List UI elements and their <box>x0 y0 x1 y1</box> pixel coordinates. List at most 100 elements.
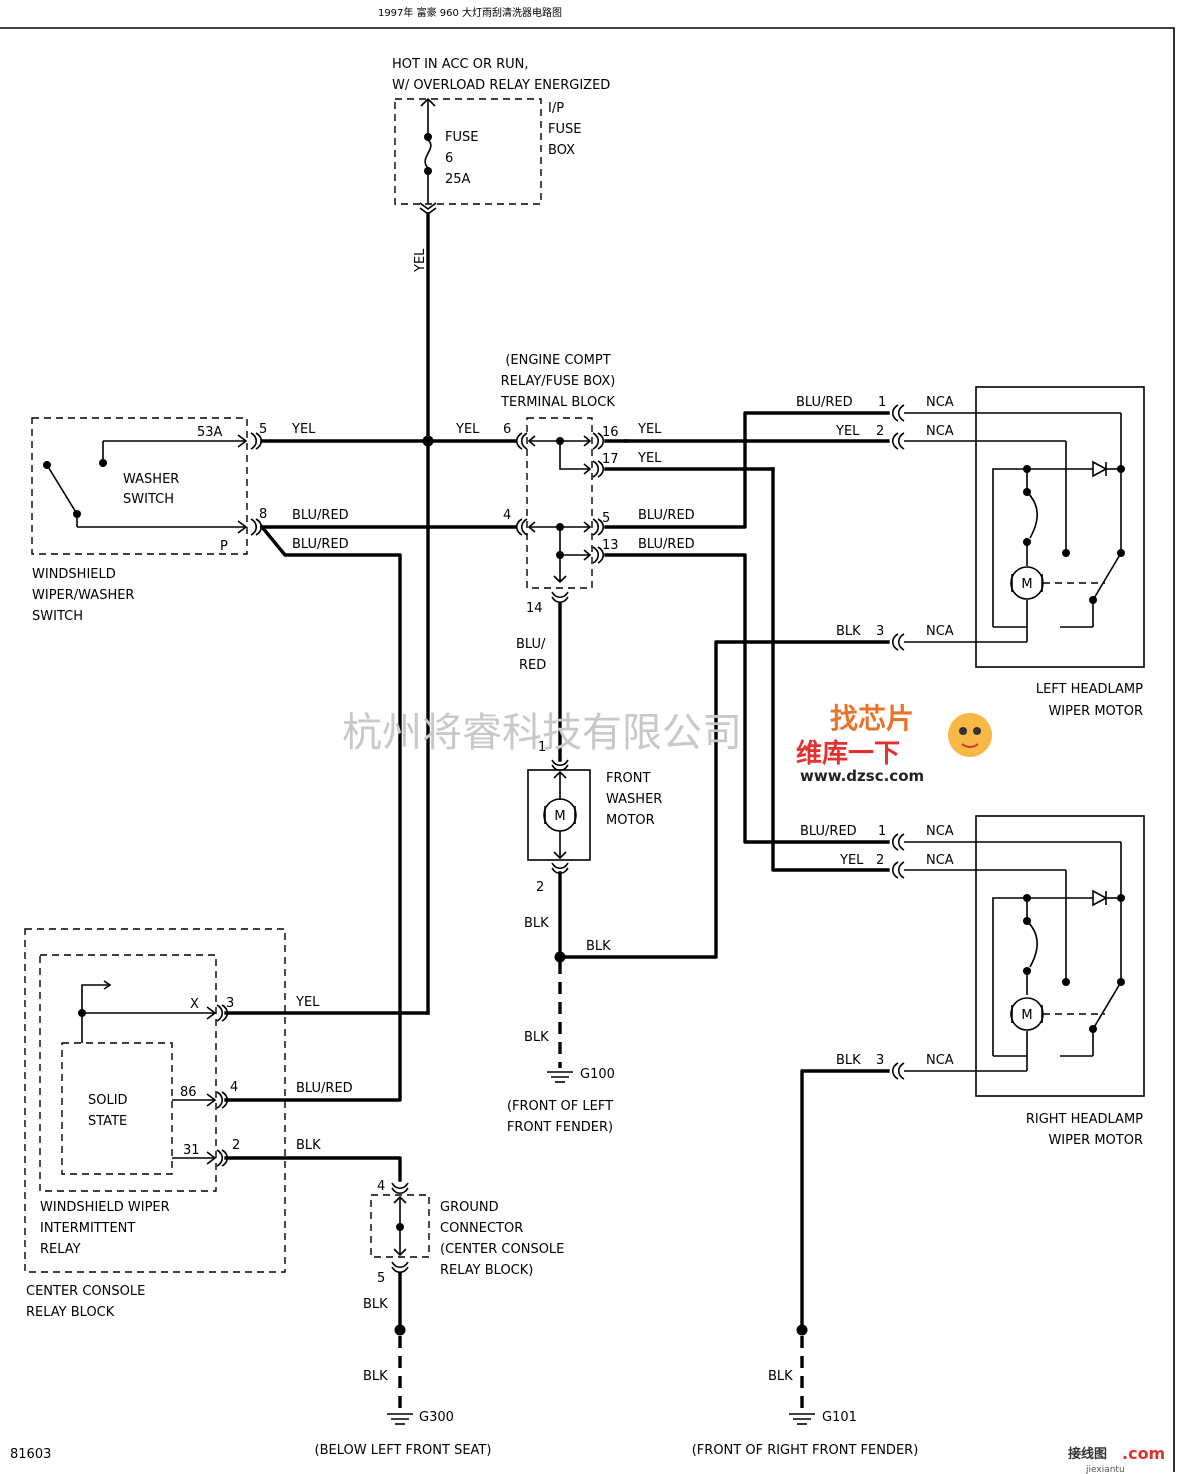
svg-text:YEL: YEL <box>295 995 320 1010</box>
svg-text:M: M <box>1021 577 1032 592</box>
svg-text:BLU/RED: BLU/RED <box>296 1081 353 1096</box>
svg-text:2: 2 <box>876 853 884 868</box>
svg-text:5: 5 <box>259 422 267 437</box>
svg-text:16: 16 <box>602 425 619 440</box>
svg-text:P: P <box>220 539 228 554</box>
svg-text:25A: 25A <box>445 172 471 187</box>
svg-text:找芯片: 找芯片 <box>830 702 914 735</box>
svg-text:TERMINAL BLOCK: TERMINAL BLOCK <box>500 395 615 410</box>
svg-text:FUSE: FUSE <box>445 130 478 145</box>
ground-g100: G100 (FRONT OF LEFT FRONT FENDER) <box>507 1067 615 1135</box>
watermark: 杭州将睿科技有限公司 <box>342 710 742 756</box>
svg-text:6: 6 <box>503 422 511 437</box>
right-headlamp-wiper-motor: BLU/RED 1 YEL 2 BLK 3 NCA NCA NCA M <box>800 815 1145 1148</box>
svg-text:M: M <box>554 809 565 824</box>
svg-text:4: 4 <box>377 1179 385 1194</box>
svg-text:WIPER MOTOR: WIPER MOTOR <box>1048 1133 1143 1148</box>
svg-text:G101: G101 <box>822 1410 857 1425</box>
figure-id: 81603 <box>10 1447 51 1462</box>
ground-g101: G101 (FRONT OF RIGHT FRONT FENDER) <box>692 1410 919 1458</box>
svg-text:(BELOW LEFT FRONT SEAT): (BELOW LEFT FRONT SEAT) <box>315 1443 492 1458</box>
svg-text:BLU/RED: BLU/RED <box>292 537 349 552</box>
svg-text:BLK: BLK <box>836 1053 861 1068</box>
svg-text:5: 5 <box>602 511 610 526</box>
svg-text:17: 17 <box>602 452 619 467</box>
svg-text:BLK: BLK <box>836 624 861 639</box>
svg-text:BLU/RED: BLU/RED <box>638 508 695 523</box>
svg-text:G300: G300 <box>419 1410 454 1425</box>
svg-text:WIPER MOTOR: WIPER MOTOR <box>1048 704 1143 719</box>
svg-text:86: 86 <box>180 1085 197 1100</box>
svg-text:RELAY BLOCK: RELAY BLOCK <box>26 1305 115 1320</box>
svg-text:WASHER: WASHER <box>123 472 179 487</box>
svg-text:2: 2 <box>232 1138 240 1153</box>
svg-text:2: 2 <box>876 424 884 439</box>
svg-text:(FRONT OF LEFT: (FRONT OF LEFT <box>507 1099 613 1114</box>
front-washer-motor: 1 M FRONT WASHER MOTOR 2 <box>527 740 662 895</box>
svg-text:2: 2 <box>536 880 544 895</box>
svg-text:FRONT FENDER): FRONT FENDER) <box>507 1120 613 1135</box>
svg-text:BLU/RED: BLU/RED <box>638 537 695 552</box>
svg-text:6: 6 <box>445 151 453 166</box>
dzsc-logo: 找芯片 维库一下 www.dzsc.com <box>796 702 992 785</box>
svg-text:CENTER CONSOLE: CENTER CONSOLE <box>26 1284 145 1299</box>
svg-text:RIGHT HEADLAMP: RIGHT HEADLAMP <box>1026 1112 1143 1127</box>
svg-text:BLK: BLK <box>524 1030 549 1045</box>
svg-text:FUSE: FUSE <box>548 122 581 137</box>
svg-text:RELAY BLOCK): RELAY BLOCK) <box>440 1263 533 1278</box>
svg-text:NCA: NCA <box>926 424 954 439</box>
svg-text:53A: 53A <box>197 425 223 440</box>
svg-text:RELAY: RELAY <box>40 1242 81 1257</box>
svg-text:BLK: BLK <box>363 1297 388 1312</box>
svg-text:INTERMITTENT: INTERMITTENT <box>40 1221 135 1236</box>
svg-text:BLU/RED: BLU/RED <box>800 824 857 839</box>
svg-text:SOLID: SOLID <box>88 1093 128 1108</box>
svg-text:(ENGINE COMPT: (ENGINE COMPT <box>505 353 610 368</box>
svg-text:3: 3 <box>876 1053 884 1068</box>
svg-text:M: M <box>1021 1008 1032 1023</box>
svg-text:BOX: BOX <box>548 143 575 158</box>
svg-text:YEL: YEL <box>413 248 428 273</box>
svg-text:BLK: BLK <box>768 1369 793 1384</box>
svg-text:WIPER/WASHER: WIPER/WASHER <box>32 588 134 603</box>
svg-text:NCA: NCA <box>926 624 954 639</box>
svg-text:BLU/RED: BLU/RED <box>796 395 853 410</box>
svg-text:STATE: STATE <box>88 1114 127 1129</box>
center-console-relay-block: SOLID STATE X 86 31 3 4 2 WINDSHIELD WIP… <box>24 928 286 1320</box>
svg-text:31: 31 <box>183 1143 200 1158</box>
svg-text:(FRONT OF RIGHT FRONT FENDER): (FRONT OF RIGHT FRONT FENDER) <box>692 1443 919 1458</box>
svg-text:YEL: YEL <box>455 422 480 437</box>
svg-text:3: 3 <box>876 624 884 639</box>
svg-text:X: X <box>190 997 199 1012</box>
svg-text:WINDSHIELD WIPER: WINDSHIELD WIPER <box>40 1200 170 1215</box>
svg-text:NCA: NCA <box>926 853 954 868</box>
svg-text:14: 14 <box>526 601 543 616</box>
svg-text:BLK: BLK <box>296 1138 321 1153</box>
svg-text:www.dzsc.com: www.dzsc.com <box>800 767 924 785</box>
svg-text:BLK: BLK <box>524 916 549 931</box>
svg-text:4: 4 <box>503 508 511 523</box>
svg-text:HOT IN ACC OR RUN,: HOT IN ACC OR RUN, <box>392 57 529 72</box>
svg-text:1: 1 <box>878 395 886 410</box>
diagram-title: 1997年 富豪 960 大灯雨刮清洗器电路图 <box>378 6 562 19</box>
svg-text:BLU/RED: BLU/RED <box>292 508 349 523</box>
svg-text:接线图: 接线图 <box>1068 1446 1107 1462</box>
svg-text:WINDSHIELD: WINDSHIELD <box>32 567 116 582</box>
svg-text:YEL: YEL <box>291 422 316 437</box>
svg-text:YEL: YEL <box>839 853 864 868</box>
left-headlamp-wiper-motor: BLU/RED 1 YEL 2 BLK 3 NCA NCA NCA M <box>796 386 1145 719</box>
svg-text:RELAY/FUSE BOX): RELAY/FUSE BOX) <box>501 374 616 389</box>
ground-g300: G300 (BELOW LEFT FRONT SEAT) <box>315 1410 492 1458</box>
svg-text:BLK: BLK <box>586 939 611 954</box>
diagram-frame <box>0 27 1175 1472</box>
svg-text:BLK: BLK <box>363 1369 388 1384</box>
svg-text:YEL: YEL <box>637 451 662 466</box>
ground-connector: 4 5 GROUND CONNECTOR (CENTER CONSOLE REL… <box>370 1179 564 1286</box>
svg-text:GROUND: GROUND <box>440 1200 499 1215</box>
svg-text:MOTOR: MOTOR <box>606 813 655 828</box>
svg-text:G100: G100 <box>580 1067 615 1082</box>
svg-text:8: 8 <box>259 507 267 522</box>
svg-text:1: 1 <box>878 824 886 839</box>
svg-text:13: 13 <box>602 538 619 553</box>
